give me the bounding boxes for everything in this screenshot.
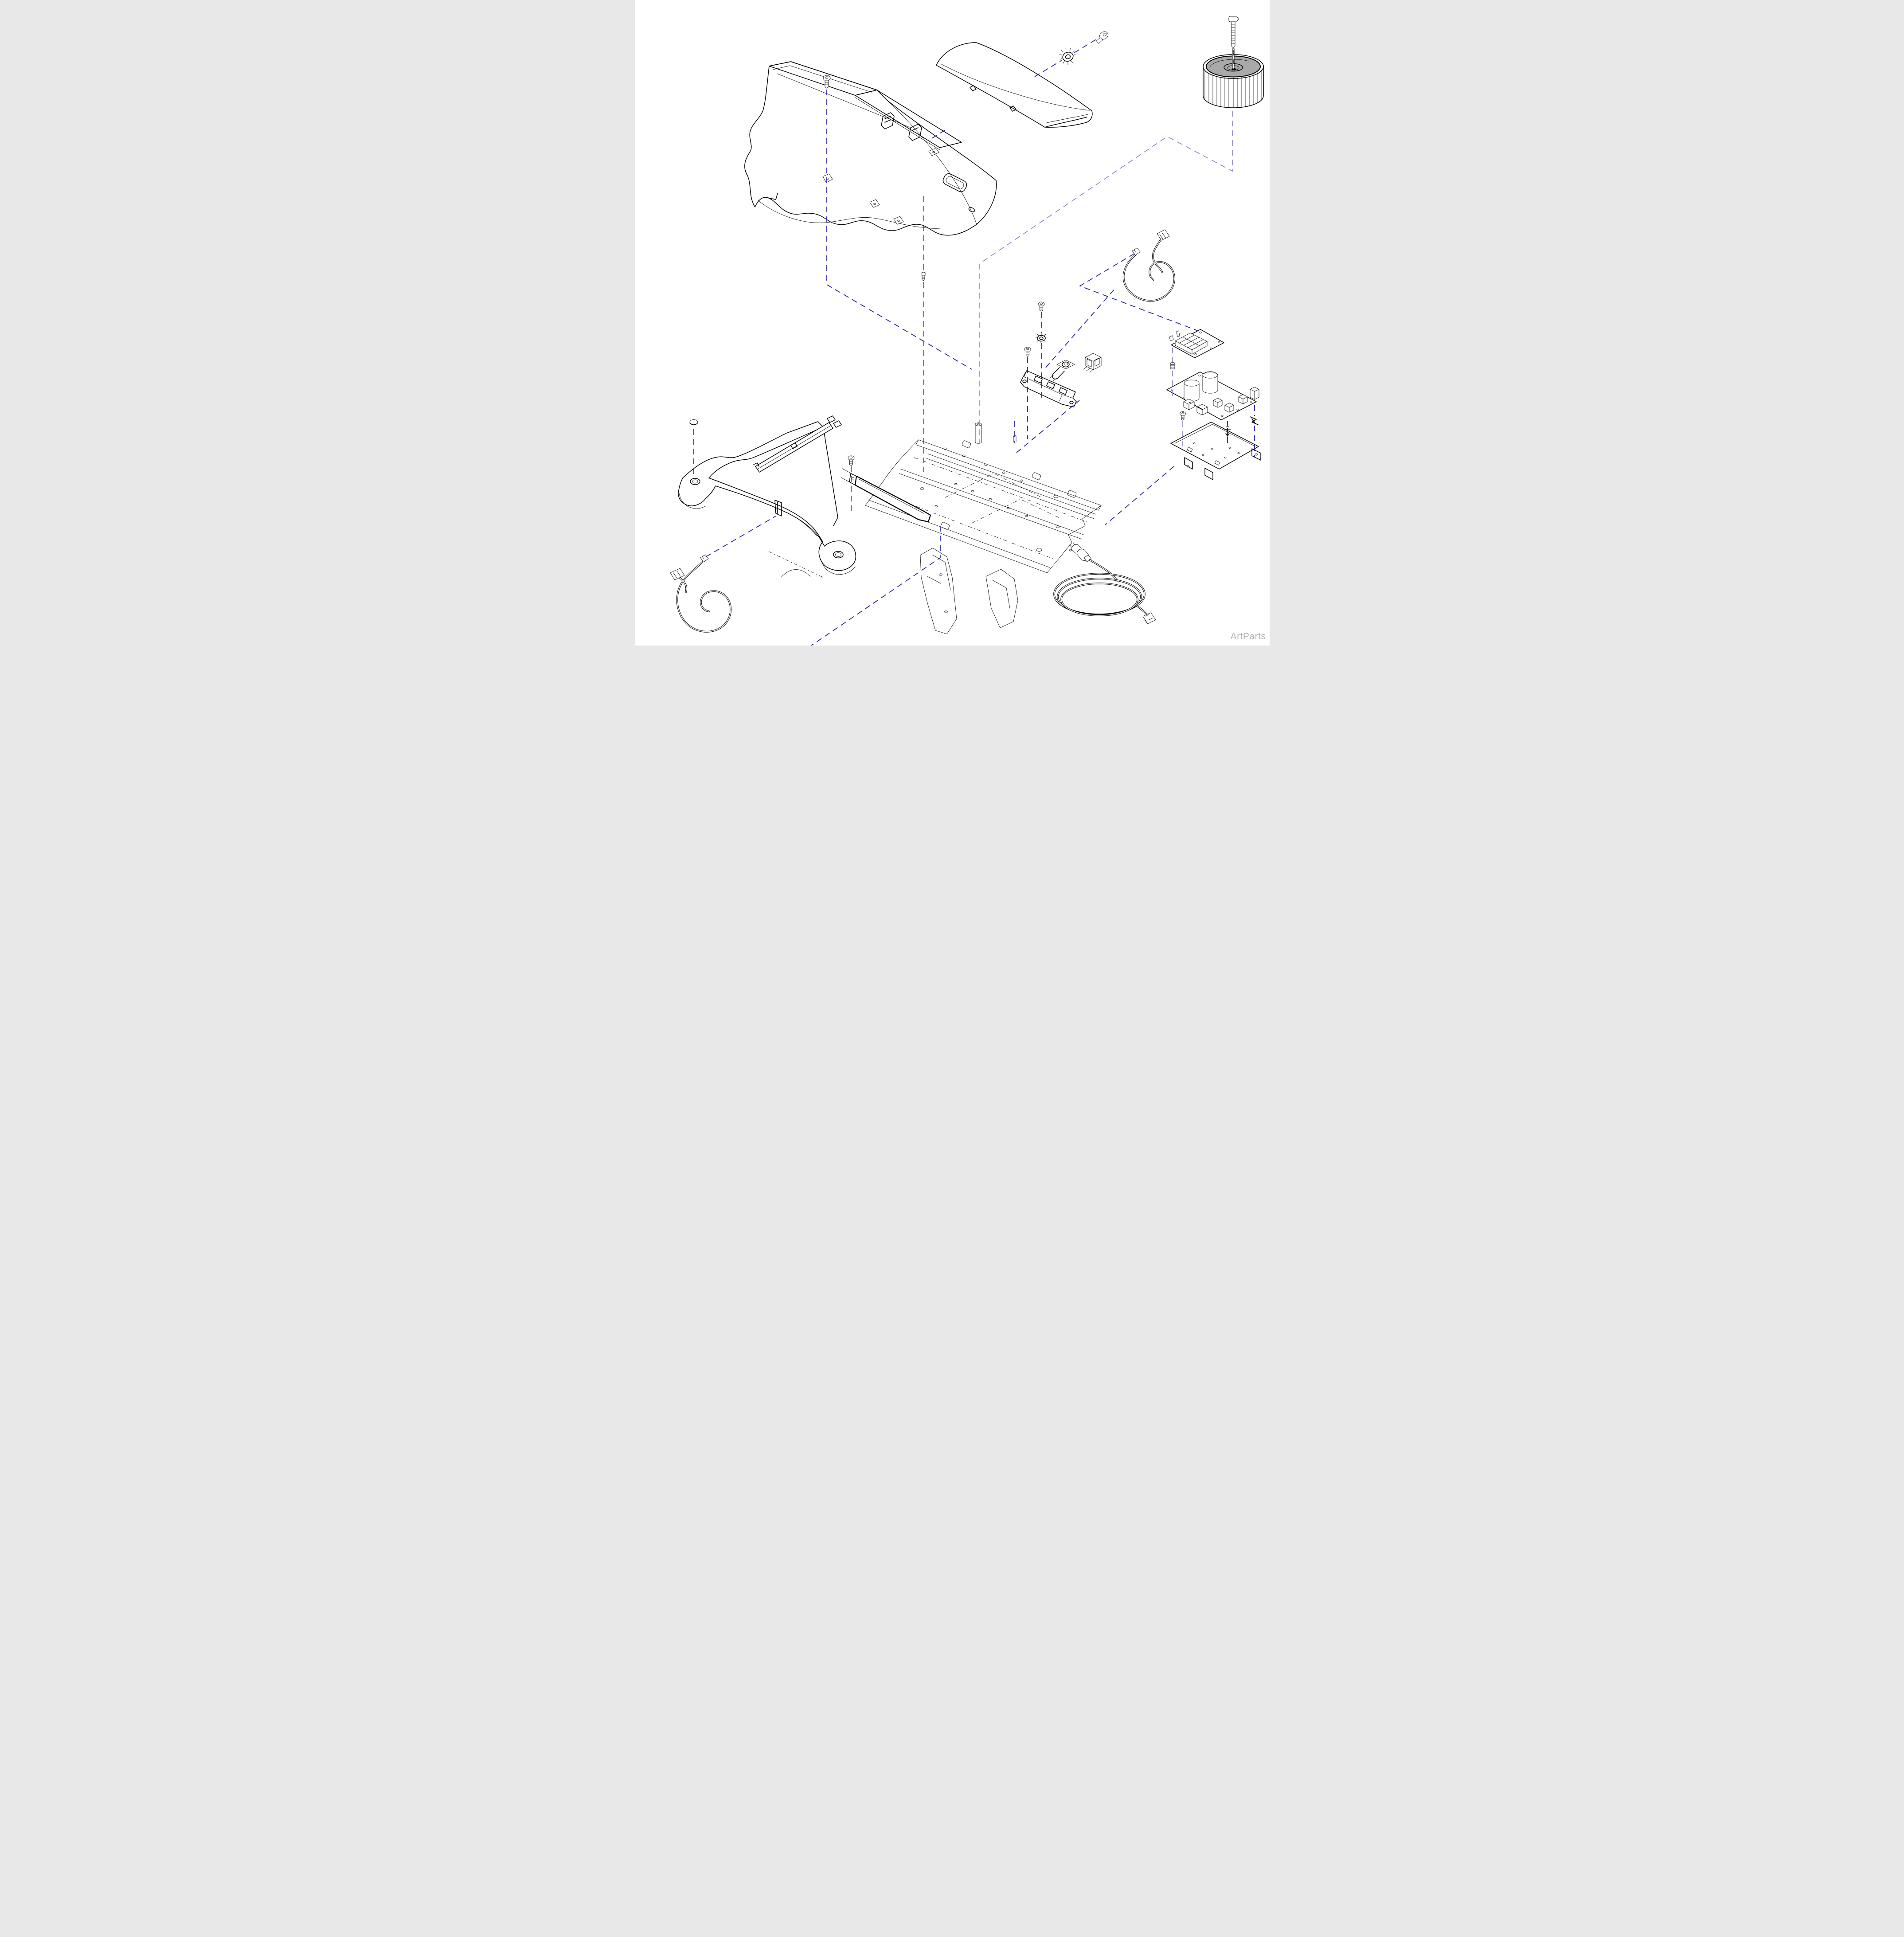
part-standoff: Standoff spacer bbox=[1170, 362, 1175, 369]
exploded-parts-diagram: Base frame weldment bbox=[634, 0, 1270, 646]
part-power-board: Power supply board bbox=[1166, 371, 1259, 420]
part-cover-screw: Screw, access cover bbox=[1095, 31, 1108, 44]
part-slide-rail: Slide rail strip bbox=[753, 415, 842, 473]
part-lower-cable: Cable assembly, base bbox=[670, 554, 731, 633]
part-flywheel: Flywheel bbox=[1202, 48, 1264, 108]
part-flywheel-bolt: Bolt, flywheel bbox=[1228, 16, 1239, 48]
part-base-frame: Base frame weldment bbox=[768, 423, 1101, 634]
part-upper-cable: Cable assembly, console bbox=[1122, 229, 1175, 302]
watermark: ArtParts bbox=[1230, 631, 1266, 642]
part-access-cover: Access cover panel bbox=[935, 42, 1093, 128]
part-power-board-screw: Screw, power board bbox=[1179, 411, 1186, 421]
part-clip: Retaining clip bbox=[1249, 416, 1259, 425]
part-switch-bracket: Bracket, power switch bbox=[1020, 370, 1077, 407]
part-bracket-screw: Screw, switch bracket bbox=[1038, 301, 1044, 312]
part-bracket-lock-washer: Lock washer, switch bracket bbox=[1035, 333, 1047, 344]
part-terminal-board: Terminal block board bbox=[1169, 329, 1224, 358]
diagram-canvas: Base frame weldment bbox=[670, 16, 1264, 646]
part-hood-lower-screw: Screw, hood to frame bbox=[920, 272, 926, 281]
part-push-rivet: Push rivet bbox=[1224, 426, 1231, 437]
part-bracket-front-screw: Screw, bracket front bbox=[1024, 347, 1031, 357]
part-snap-cap: Cap, snap-in bbox=[689, 419, 698, 426]
part-front-plate: Front trim plate bbox=[677, 421, 856, 575]
part-cover-lock-washer: Lock washer, external tooth bbox=[1059, 47, 1075, 65]
assembly-leader-lines bbox=[693, 38, 1255, 646]
part-hood: Hood (motor cover housing) bbox=[744, 61, 997, 236]
part-rail-screw: Screw, guide rail bbox=[848, 455, 854, 466]
part-mounting-plate: Plate, electronics mounting bbox=[1170, 422, 1261, 480]
part-power-cord: Power cord bbox=[1053, 542, 1156, 624]
part-circuit-breaker: Circuit breaker bbox=[1049, 360, 1075, 381]
part-power-switch: Power switch / inlet module bbox=[1083, 353, 1101, 373]
part-guide-rail: Guide rail bbox=[841, 468, 931, 523]
part-hood-screw: Screw, hood mounting bbox=[823, 75, 830, 89]
